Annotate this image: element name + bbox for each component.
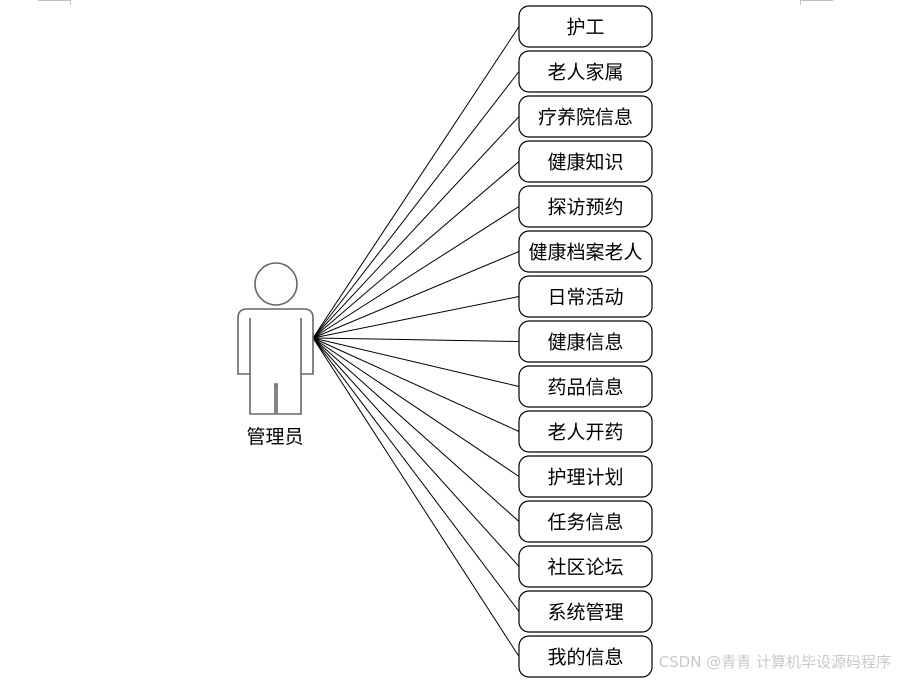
association-line: [312, 116, 520, 339]
use-case-box: [518, 365, 653, 408]
page-corner-mark-left: [38, 0, 71, 5]
association-line: [312, 337, 520, 612]
actor-head: [254, 262, 298, 306]
use-case-item: 日常活动: [518, 275, 653, 318]
association-lines: [312, 26, 520, 657]
use-case-box: [518, 50, 653, 93]
association-line: [312, 26, 520, 339]
use-case-box: [518, 455, 653, 498]
use-case-item: 护理计划: [518, 455, 653, 498]
association-line: [312, 296, 520, 339]
use-case-label: 老人家属: [547, 62, 623, 84]
use-case-item: 探访预约: [518, 185, 653, 228]
use-case-label: 护理计划: [547, 467, 623, 489]
use-case-item: 系统管理: [518, 590, 653, 633]
association-line: [312, 337, 520, 477]
use-case-label: 护工: [566, 17, 604, 39]
use-case-label: 药品信息: [547, 377, 623, 399]
use-case-item: 我的信息: [518, 635, 653, 678]
use-case-label: 健康档案老人: [528, 242, 642, 264]
use-case-item: 疗养院信息: [518, 95, 653, 138]
use-case-label: 系统管理: [547, 602, 623, 624]
use-case-box: [518, 95, 653, 138]
association-line: [312, 337, 520, 657]
use-case-box: [518, 590, 653, 633]
association-line: [312, 206, 520, 339]
use-case-label: 老人开药: [547, 422, 623, 444]
actor-body: [237, 308, 314, 415]
use-case-item: 老人家属: [518, 50, 653, 93]
use-case-label: 健康知识: [547, 152, 623, 174]
page-corner-mark-right: [800, 0, 833, 5]
association-line: [312, 161, 520, 339]
use-case-label: 健康信息: [547, 332, 623, 354]
use-case-box: [518, 140, 653, 183]
use-case-label: 任务信息: [547, 512, 623, 534]
use-case-item: 护工: [518, 5, 653, 48]
use-case-item: 社区论坛: [518, 545, 653, 588]
use-case-item: 药品信息: [518, 365, 653, 408]
use-case-box: [518, 320, 653, 363]
watermark: CSDN @青青 计算机毕设源码程序: [658, 653, 891, 671]
use-case-label: 我的信息: [547, 647, 623, 669]
actor-label: 管理员: [246, 426, 303, 448]
use-case-box: [518, 230, 653, 273]
use-case-label: 社区论坛: [547, 557, 623, 579]
use-case-box: [518, 275, 653, 318]
use-case-label: 探访预约: [547, 197, 623, 219]
use-case-box: [518, 500, 653, 543]
use-case-box: [518, 185, 653, 228]
association-line: [312, 337, 520, 522]
use-case-label: 疗养院信息: [538, 107, 633, 129]
use-case-item: 任务信息: [518, 500, 653, 543]
association-line: [312, 337, 520, 432]
use-case-item: 健康档案老人: [518, 230, 653, 273]
use-case-box: [518, 5, 653, 48]
use-case-item: 健康知识: [518, 140, 653, 183]
use-case-label: 日常活动: [547, 287, 623, 309]
use-case-list: 护工老人家属疗养院信息健康知识探访预约健康档案老人日常活动健康信息药品信息老人开…: [518, 5, 653, 678]
use-case-item: 老人开药: [518, 410, 653, 453]
actor-figure: [237, 262, 314, 415]
use-case-box: [518, 635, 653, 678]
use-case-item: 健康信息: [518, 320, 653, 363]
use-case-box: [518, 410, 653, 453]
association-line: [312, 337, 520, 387]
association-line: [312, 251, 520, 339]
association-line: [312, 337, 520, 342]
association-line: [312, 337, 520, 567]
use-case-box: [518, 545, 653, 588]
association-line: [312, 71, 520, 339]
